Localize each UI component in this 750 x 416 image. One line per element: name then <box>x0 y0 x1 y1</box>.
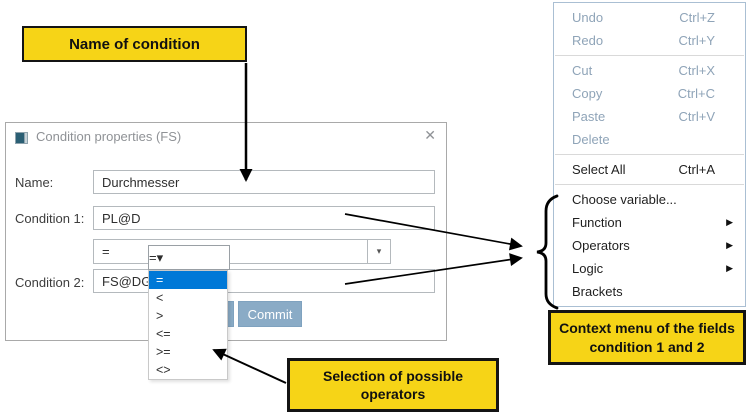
condition2-label: Condition 2: <box>15 275 85 290</box>
name-label: Name: <box>15 175 54 190</box>
context-menu: Undo Ctrl+Z Redo Ctrl+Y Cut Ctrl+X Copy … <box>553 2 746 307</box>
operator-option[interactable]: < <box>156 291 164 305</box>
menu-item-delete: Delete <box>554 128 745 151</box>
dialog-title: Condition properties (FS) <box>36 129 182 144</box>
commit-button[interactable]: Commit <box>238 301 302 327</box>
menu-item-label: Delete <box>572 132 610 147</box>
operator-option[interactable]: = <box>149 271 227 289</box>
menu-item-select-all[interactable]: Select All Ctrl+A <box>554 158 745 181</box>
menu-separator <box>555 55 744 56</box>
menu-item-undo: Undo Ctrl+Z <box>554 6 745 29</box>
dialog-titlebar[interactable]: Condition properties (FS) ✕ <box>6 123 446 151</box>
chevron-down-icon[interactable]: ▾ <box>156 249 164 265</box>
menu-item-logic[interactable]: Logic ▶ <box>554 257 745 280</box>
menu-item-cut: Cut Ctrl+X <box>554 59 745 82</box>
menu-item-label: Brackets <box>572 284 623 299</box>
callout-name-of-condition: Name of condition <box>22 26 247 62</box>
operator-combobox[interactable]: = ▾ <box>93 239 391 264</box>
chevron-down-icon[interactable]: ▾ <box>367 240 390 263</box>
callout-text: Name of condition <box>69 35 200 53</box>
menu-item-shortcut: Ctrl+X <box>678 63 715 78</box>
operator-option[interactable]: <> <box>156 363 171 377</box>
menu-item-brackets[interactable]: Brackets <box>554 280 745 303</box>
operator-option[interactable]: >= <box>156 345 171 359</box>
submenu-arrow-icon: ▶ <box>726 263 733 273</box>
condition1-input[interactable] <box>93 206 435 230</box>
operator-options-list: = < > <= >= <> <box>148 270 228 380</box>
menu-item-label: Copy <box>572 86 603 101</box>
menu-item-shortcut: Ctrl+Y <box>678 33 715 48</box>
callout-selection-operators: Selection of possible operators <box>287 358 499 412</box>
menu-item-label: Paste <box>572 109 606 124</box>
menu-item-shortcut: Ctrl+V <box>678 109 715 124</box>
menu-item-paste: Paste Ctrl+V <box>554 105 745 128</box>
menu-separator <box>555 184 744 185</box>
menu-item-label: Cut <box>572 63 593 78</box>
condition2-input[interactable] <box>93 269 435 293</box>
menu-item-label: Function <box>572 215 622 230</box>
menu-item-label: Select All <box>572 162 626 177</box>
menu-item-shortcut: Ctrl+C <box>677 86 715 101</box>
menu-item-label: Operators <box>572 238 630 253</box>
operator-combobox-value: = <box>102 244 110 259</box>
operator-option[interactable]: > <box>156 309 164 323</box>
menu-item-operators[interactable]: Operators ▶ <box>554 234 745 257</box>
menu-item-choose-variable[interactable]: Choose variable... <box>554 188 745 211</box>
callout-text: condition 1 and 2 <box>589 338 705 355</box>
menu-item-shortcut: Ctrl+A <box>678 162 715 177</box>
menu-item-label: Choose variable... <box>572 192 677 207</box>
operator-dropdown-closed[interactable]: = ▾ <box>148 245 230 270</box>
menu-item-shortcut: Ctrl+Z <box>679 10 715 25</box>
submenu-arrow-icon: ▶ <box>726 240 733 250</box>
menu-separator <box>555 154 744 155</box>
menu-item-label: Redo <box>572 33 604 48</box>
menu-item-function[interactable]: Function ▶ <box>554 211 745 234</box>
callout-text: Context menu of the fields <box>559 319 735 336</box>
window-icon <box>15 132 28 144</box>
menu-item-redo: Redo Ctrl+Y <box>554 29 745 52</box>
operator-option[interactable]: <= <box>156 327 171 341</box>
menu-item-copy: Copy Ctrl+C <box>554 82 745 105</box>
menu-item-label: Undo <box>572 10 604 25</box>
operator-dropdown-value: = <box>149 250 157 265</box>
close-icon[interactable]: ✕ <box>424 127 436 143</box>
name-input[interactable] <box>93 170 435 194</box>
callout-text: operators <box>360 386 426 402</box>
callout-text: Selection of possible <box>322 367 464 384</box>
submenu-arrow-icon: ▶ <box>726 217 733 227</box>
menu-item-label: Logic <box>572 261 604 276</box>
condition1-label: Condition 1: <box>15 211 85 226</box>
callout-context-menu: Context menu of the fields condition 1 a… <box>548 310 746 365</box>
